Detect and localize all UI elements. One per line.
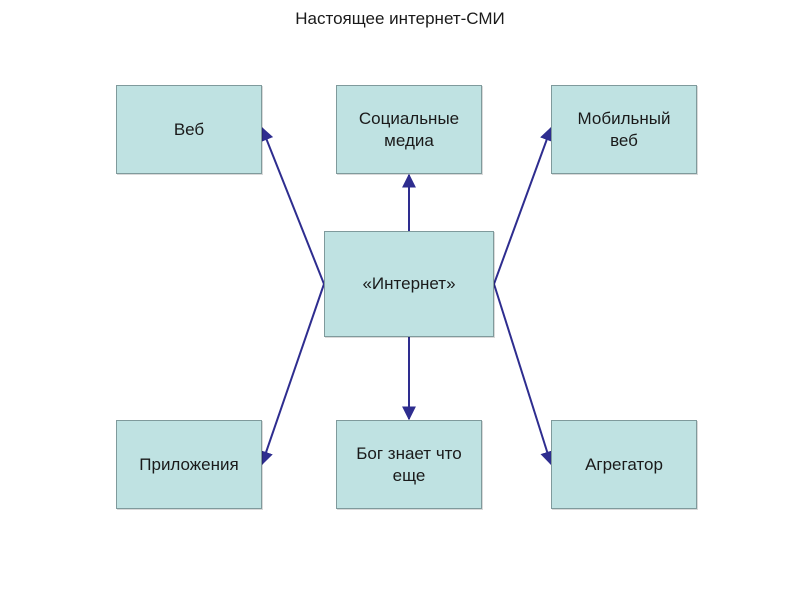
arrow-to-web [260, 126, 325, 285]
node-god-knows-label: Бог знает что еще [356, 443, 462, 485]
node-aggregator: Агрегатор [551, 420, 697, 509]
node-internet-label: «Интернет» [362, 274, 456, 293]
arrow-to-mobile [493, 126, 554, 285]
node-internet-center: «Интернет» [324, 231, 494, 337]
node-mobile-web-label: Мобильный веб [577, 108, 671, 150]
arrow-to-aggregator [493, 283, 554, 466]
node-aggregator-label: Агрегатор [585, 454, 663, 474]
node-web-label: Веб [173, 119, 205, 139]
node-apps-label: Приложения [139, 454, 239, 474]
node-god-knows-what-else: Бог знает что еще [336, 420, 482, 509]
arrow-to-apps [259, 283, 325, 466]
node-social-media-label: Социальные медиа [358, 108, 460, 150]
diagram-title: Настоящее интернет-СМИ [295, 9, 505, 28]
node-web: Веб [116, 85, 262, 174]
node-social-media: Социальные медиа [336, 85, 482, 174]
node-mobile-web: Мобильный веб [551, 85, 697, 174]
node-apps: Приложения [116, 420, 262, 509]
